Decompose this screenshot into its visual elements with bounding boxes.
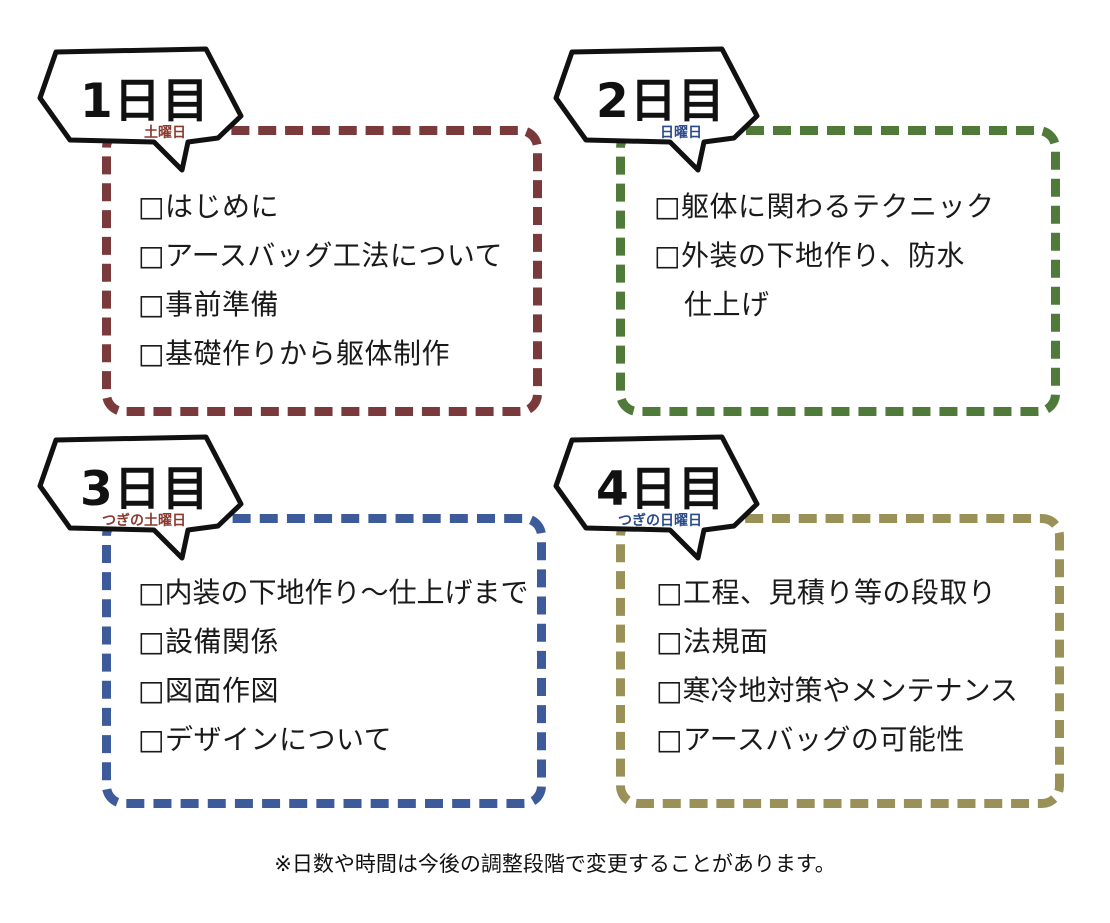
day-1-speech-bubble: 1日目 土曜日 — [36, 46, 246, 176]
day-3-title: 3日目 — [80, 462, 210, 517]
speech-bubble-icon — [37, 434, 244, 561]
day-3-speech-bubble: 3日目 つぎの土曜日 — [36, 434, 246, 564]
list-item: □デザインについて — [138, 723, 393, 756]
day-1-frame — [102, 126, 542, 416]
day-2-frame — [616, 126, 1060, 416]
speech-bubble-icon — [553, 46, 760, 173]
day-3-subtitle: つぎの土曜日 — [102, 513, 186, 529]
footnote: ※日数や時間は今後の調整段階で変更することがあります。 — [274, 852, 836, 876]
day-1-list: □はじめに □アースバッグ工法について □事前準備 □基礎作りから躯体制作 — [138, 182, 503, 378]
list-item: □はじめに — [138, 190, 279, 223]
list-item: □内装の下地作り〜仕上げまで — [138, 576, 529, 609]
day-4-subtitle: つぎの日曜日 — [618, 513, 702, 529]
day-2-speech-bubble: 2日目 日曜日 — [552, 46, 762, 176]
day-2-list: □躯体に関わるテクニック □外装の下地作り、防水 仕上げ — [654, 182, 994, 329]
list-item: □躯体に関わるテクニック — [654, 190, 995, 223]
list-item: □事前準備 — [138, 288, 279, 321]
list-item: 仕上げ — [684, 288, 770, 321]
list-item: □アースバッグの可能性 — [656, 723, 965, 756]
day-2-subtitle: 日曜日 — [660, 125, 702, 141]
day-4-frame — [616, 514, 1064, 808]
day-3-list: □内装の下地作り〜仕上げまで □設備関係 □図面作図 □デザインについて — [138, 568, 528, 764]
list-item: □図面作図 — [138, 674, 279, 707]
speech-bubble-icon — [37, 46, 244, 173]
list-item: □工程、見積り等の段取り — [656, 576, 997, 609]
list-item: □アースバッグ工法について — [138, 239, 504, 272]
day-1-subtitle: 土曜日 — [144, 125, 186, 141]
day-1-title: 1日目 — [80, 74, 210, 129]
list-item: □外装の下地作り、防水 — [654, 239, 965, 272]
speech-bubble-icon — [553, 434, 760, 561]
day-4-title: 4日目 — [596, 462, 726, 517]
list-item: □基礎作りから躯体制作 — [138, 337, 450, 370]
day-4-list: □工程、見積り等の段取り □法規面 □寒冷地対策やメンテナンス □アースバッグの… — [656, 568, 1018, 764]
list-item: □法規面 — [656, 625, 769, 658]
day-2-title: 2日目 — [596, 74, 726, 129]
list-item: □設備関係 — [138, 625, 279, 658]
day-3-frame — [102, 514, 546, 808]
list-item: □寒冷地対策やメンテナンス — [656, 674, 1018, 707]
day-4-speech-bubble: 4日目 つぎの日曜日 — [552, 434, 762, 564]
